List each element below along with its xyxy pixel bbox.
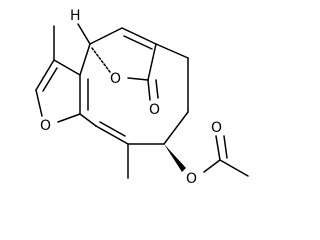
atom-label-h: H <box>70 8 81 24</box>
bond-furan-c3-c3a <box>53 59 81 76</box>
furan-ring <box>35 25 89 123</box>
bond-carbonyl-O-double <box>155 79 159 99</box>
acetate-group <box>164 135 249 177</box>
bond-carbonyl-ringO <box>127 77 149 81</box>
atom-label-lactone-ring-o: O <box>110 71 121 87</box>
bond-carbonyl-O <box>147 79 151 101</box>
bond-c3-c4 <box>155 43 189 59</box>
molecule-structure: H O O O O O <box>35 8 249 187</box>
bond-c3-carbonyl <box>147 43 157 81</box>
bond-ringO-c1-hash <box>91 47 111 73</box>
atom-label-ester-o: O <box>186 171 197 187</box>
lactone-bridge <box>77 23 159 101</box>
atom-label-lactone-carbonyl-o: O <box>149 102 160 118</box>
bond-c7-c8 <box>95 125 129 145</box>
bond-acetylC-methyl <box>219 159 249 177</box>
bond-acetylC-O <box>215 135 221 161</box>
atom-label-acetyl-carbonyl-o: O <box>211 120 222 136</box>
bond-c7-c8-double <box>99 121 126 137</box>
bond-acetylC-O-double <box>223 135 228 159</box>
bond-c6-esterO-wedge <box>164 144 186 172</box>
bond-furan-o-c5 <box>57 113 81 123</box>
bond-c1-h <box>77 23 91 45</box>
bond-c3a-c1 <box>79 43 91 76</box>
macrocycle <box>79 27 189 179</box>
bond-c8-c5furan <box>79 113 97 127</box>
bond-c2-c3-double <box>123 35 153 50</box>
bond-c1-c2 <box>89 27 123 45</box>
atom-label-furan-o: O <box>40 118 51 134</box>
bond-esterO-acetylC <box>203 159 221 173</box>
bond-furan-c3-c2 <box>35 59 55 91</box>
bond-c2-c3 <box>121 27 157 45</box>
bond-furan-c3-c2-double <box>42 67 58 92</box>
bond-furan-c2-o <box>35 89 43 117</box>
bond-c5-c6 <box>163 111 189 145</box>
